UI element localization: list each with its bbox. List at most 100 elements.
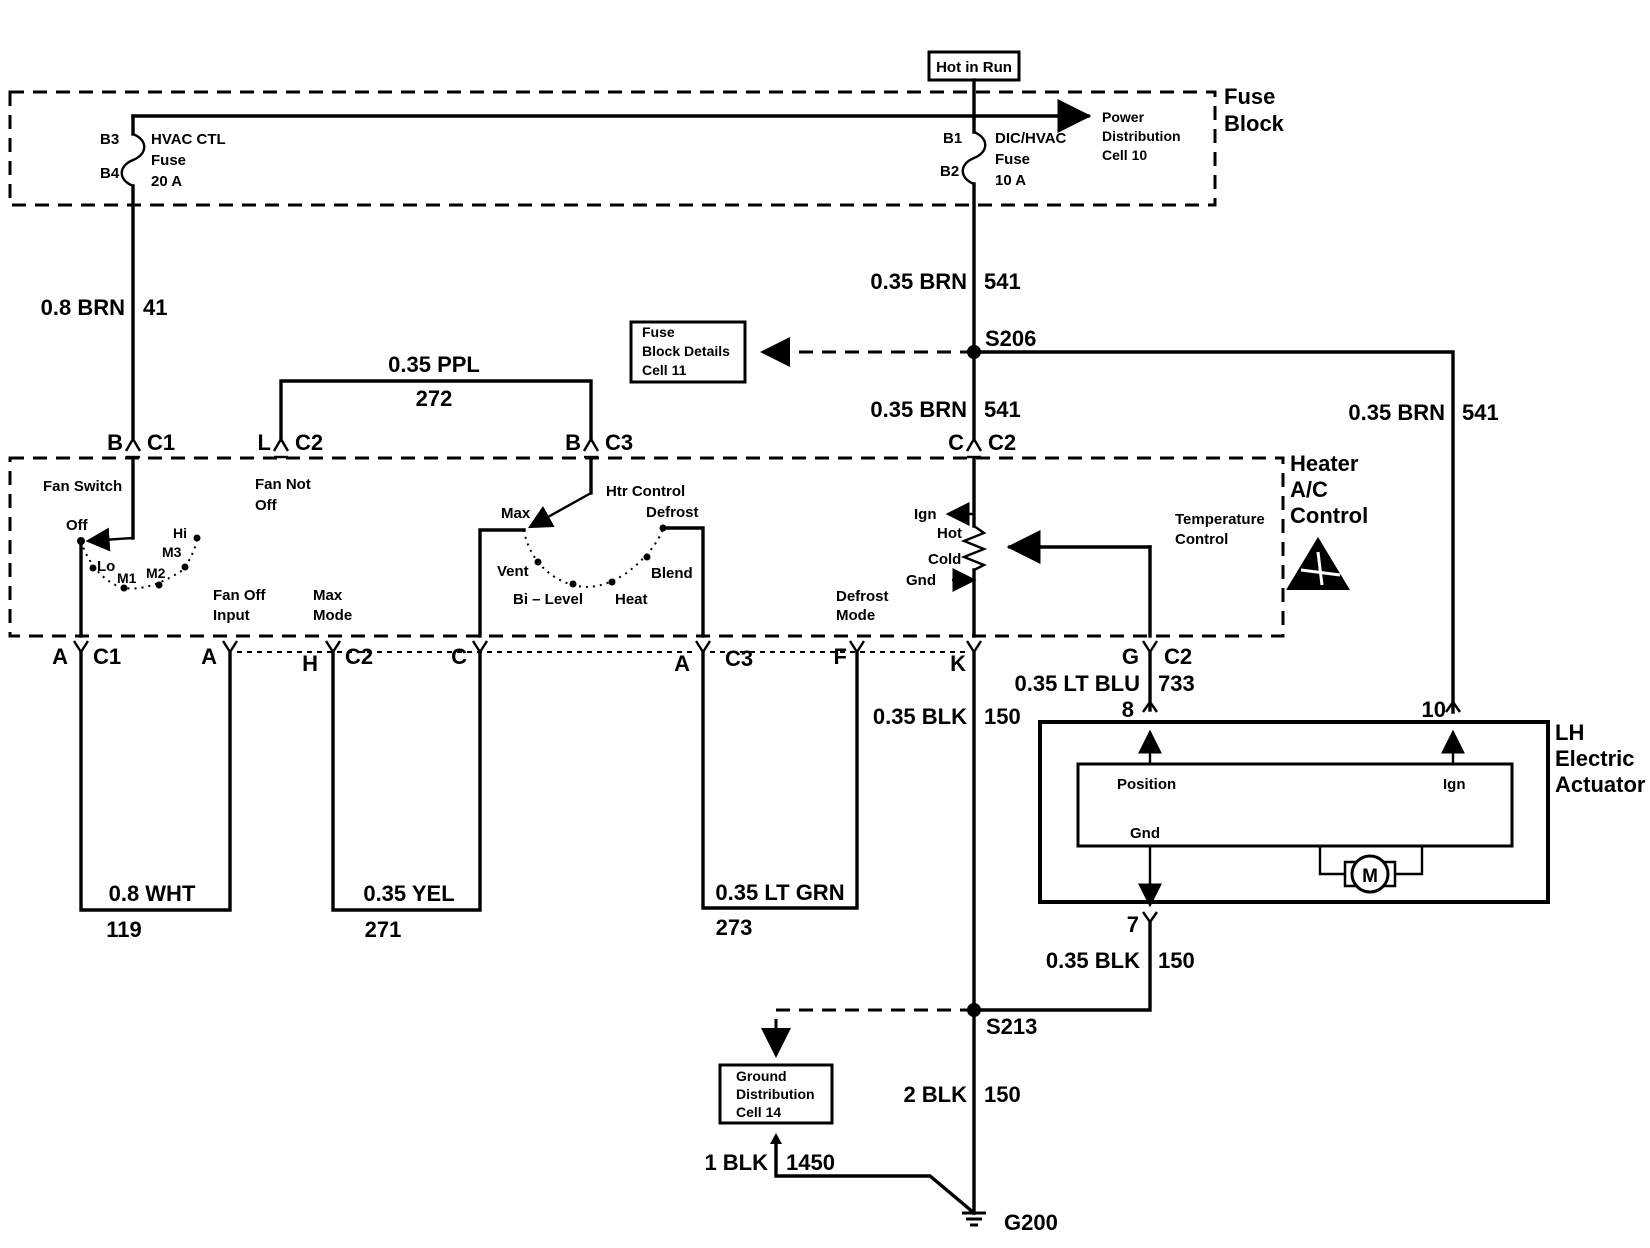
svg-text:273: 273 (716, 915, 753, 940)
wire-150-actuator-ground (972, 920, 1152, 1012)
svg-text:1 BLK: 1 BLK (704, 1150, 768, 1175)
svg-text:B4: B4 (100, 165, 120, 182)
svg-text:Cold: Cold (928, 551, 961, 568)
svg-text:HVAC CTL: HVAC CTL (151, 131, 226, 148)
svg-text:Gnd: Gnd (1130, 825, 1160, 842)
svg-text:Hot in Run: Hot in Run (936, 59, 1012, 76)
svg-text:Actuator: Actuator (1555, 772, 1646, 797)
svg-text:733: 733 (1158, 671, 1195, 696)
svg-text:B2: B2 (940, 163, 959, 180)
svg-text:Lo: Lo (97, 558, 115, 575)
svg-text:Vent: Vent (497, 563, 529, 580)
svg-text:DIC/HVAC: DIC/HVAC (995, 130, 1067, 147)
ground-distribution-box: Ground Distribution Cell 14 (718, 1063, 834, 1125)
svg-text:A: A (201, 644, 217, 669)
wire-1450 (774, 1142, 977, 1216)
svg-text:M3: M3 (162, 544, 182, 560)
hvac-ctl-fuse: B3 B4 HVAC CTL Fuse 20 A (100, 114, 226, 442)
svg-text:1450: 1450 (786, 1150, 835, 1175)
splice-s206-label: S206 (985, 326, 1036, 351)
svg-text:Control: Control (1175, 531, 1228, 548)
svg-text:Electric: Electric (1555, 746, 1635, 771)
svg-text:A: A (52, 644, 68, 669)
ground-distribution-link (761, 1008, 974, 1058)
svg-text:C: C (948, 430, 964, 455)
temperature-control-resistor: Ign Hot Cold Gnd Temperature Control (906, 456, 1265, 638)
ground-g200-icon (962, 1211, 986, 1227)
svg-text:Cell 11: Cell 11 (642, 362, 687, 378)
svg-text:150: 150 (984, 1082, 1021, 1107)
svg-text:Off: Off (255, 497, 278, 514)
svg-text:541: 541 (984, 397, 1021, 422)
svg-text:C: C (451, 644, 467, 669)
svg-text:Fuse: Fuse (151, 152, 186, 169)
svg-text:Bi – Level: Bi – Level (513, 591, 583, 608)
heater-ac-control-outline (8, 456, 1285, 638)
wire-541-to-actuator (972, 350, 1455, 714)
svg-text:0.35 LT BLU: 0.35 LT BLU (1014, 671, 1140, 696)
top-connectors (124, 436, 983, 459)
svg-text:20 A: 20 A (151, 173, 182, 190)
svg-text:150: 150 (1158, 948, 1195, 973)
svg-text:2 BLK: 2 BLK (903, 1082, 967, 1107)
fan-off-input-label: Fan Off (213, 587, 266, 604)
svg-text:M1: M1 (117, 570, 137, 586)
svg-text:Control: Control (1290, 503, 1368, 528)
svg-text:K: K (950, 651, 966, 676)
wire-273 (701, 650, 859, 910)
svg-text:Fan Switch: Fan Switch (43, 478, 122, 495)
svg-text:0.35 BRN: 0.35 BRN (1348, 400, 1445, 425)
svg-text:M2: M2 (146, 565, 166, 581)
svg-text:A: A (674, 651, 690, 676)
svg-text:Fuse: Fuse (642, 324, 675, 340)
svg-text:Mode: Mode (313, 607, 352, 624)
heater-control-selector: Htr Control Max Defrost Vent Bi – Level … (478, 456, 705, 638)
svg-text:0.35 BRN: 0.35 BRN (870, 269, 967, 294)
bottom-connectors (72, 640, 1159, 655)
lh-actuator-title: LH (1555, 720, 1584, 745)
svg-text:Ign: Ign (914, 506, 937, 523)
svg-text:150: 150 (984, 704, 1021, 729)
svg-text:C2: C2 (295, 430, 323, 455)
fuse-block-details-box: Fuse Block Details Cell 11 (629, 320, 747, 384)
svg-text:Block Details: Block Details (642, 343, 730, 359)
svg-text:Cell 14: Cell 14 (736, 1104, 781, 1120)
svg-text:Fuse: Fuse (995, 151, 1030, 168)
svg-text:Off: Off (66, 517, 89, 534)
wire-41-gauge: 0.8 BRN (41, 295, 125, 320)
svg-text:Gnd: Gnd (906, 572, 936, 589)
svg-text:Position: Position (1117, 776, 1176, 793)
ground-g200-label: G200 (1004, 1210, 1058, 1235)
svg-text:10: 10 (1422, 697, 1446, 722)
wire-272 (279, 379, 593, 442)
svg-text:Heat: Heat (615, 591, 648, 608)
svg-text:0.35 YEL: 0.35 YEL (363, 881, 454, 906)
svg-text:H: H (302, 651, 318, 676)
svg-text:Temperature: Temperature (1175, 511, 1265, 528)
svg-text:Ground: Ground (736, 1068, 787, 1084)
svg-text:C3: C3 (725, 646, 753, 671)
wire-119 (79, 650, 232, 912)
heater-ac-control-title: Heater (1290, 451, 1359, 476)
svg-text:B1: B1 (943, 130, 962, 147)
svg-text:C1: C1 (93, 644, 121, 669)
svg-text:A/C: A/C (1290, 477, 1328, 502)
svg-text:G: G (1122, 644, 1139, 669)
svg-text:C3: C3 (605, 430, 633, 455)
fuse-block-label-2: Block (1224, 111, 1285, 136)
svg-text:Input: Input (213, 607, 250, 624)
svg-text:0.35 BLK: 0.35 BLK (873, 704, 967, 729)
svg-text:F: F (834, 644, 847, 669)
svg-text:8: 8 (1122, 697, 1134, 722)
splice-s213-label: S213 (986, 1014, 1037, 1039)
svg-text:C1: C1 (147, 430, 175, 455)
svg-text:Cell 10: Cell 10 (1102, 147, 1147, 163)
svg-text:119: 119 (106, 917, 142, 942)
svg-text:272: 272 (416, 386, 453, 411)
svg-text:0.35 PPL: 0.35 PPL (388, 352, 480, 377)
svg-text:Mode: Mode (836, 607, 875, 624)
wire-41-circuit: 41 (143, 295, 167, 320)
svg-text:0.35 BRN: 0.35 BRN (870, 397, 967, 422)
svg-text:Max: Max (501, 505, 531, 522)
